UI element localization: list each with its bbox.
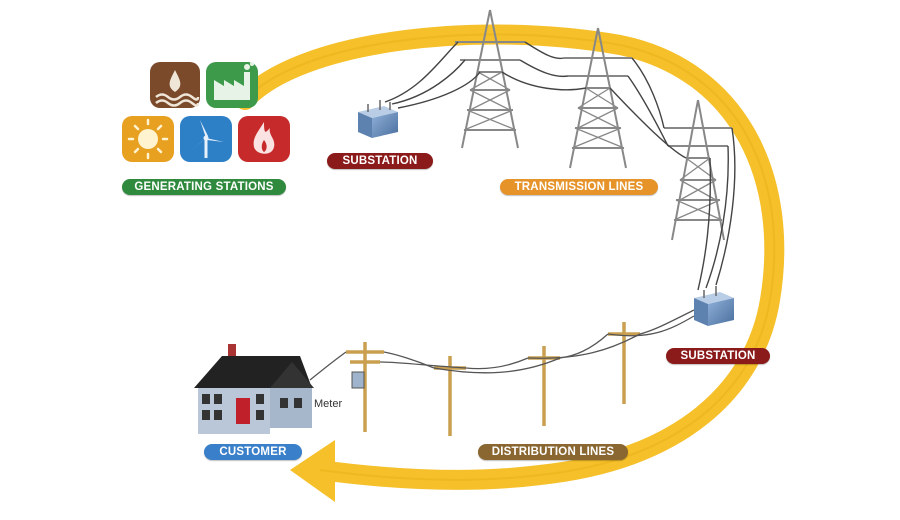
distribution-lines-label: DISTRIBUTION LINES [478, 444, 628, 460]
customer-label: CUSTOMER [204, 444, 302, 460]
distribution-poles [346, 322, 640, 436]
meter-label: Meter [314, 398, 343, 410]
factory-icon [206, 62, 258, 108]
wind-icon [180, 116, 232, 162]
substation-bottom-label: SUBSTATION [666, 348, 770, 364]
transmission-lines-label: TRANSMISSION LINES [500, 179, 658, 195]
transmission-tower-3 [664, 99, 732, 241]
hydro-icon [150, 62, 200, 108]
generating-stations-label: GENERATING STATIONS [122, 179, 286, 195]
transmission-wires [384, 41, 736, 291]
substation-top-transformer [358, 100, 398, 138]
distribution-wires [309, 309, 695, 381]
fire-icon [238, 116, 290, 162]
transmission-tower-2 [564, 27, 632, 169]
cycle-arrow [235, 24, 785, 502]
transmission-tower-1 [455, 9, 525, 149]
substation-top-label: SUBSTATION [327, 153, 433, 169]
solar-icon [122, 116, 174, 162]
substation-bottom-transformer [694, 286, 734, 326]
customer-house [194, 344, 314, 434]
